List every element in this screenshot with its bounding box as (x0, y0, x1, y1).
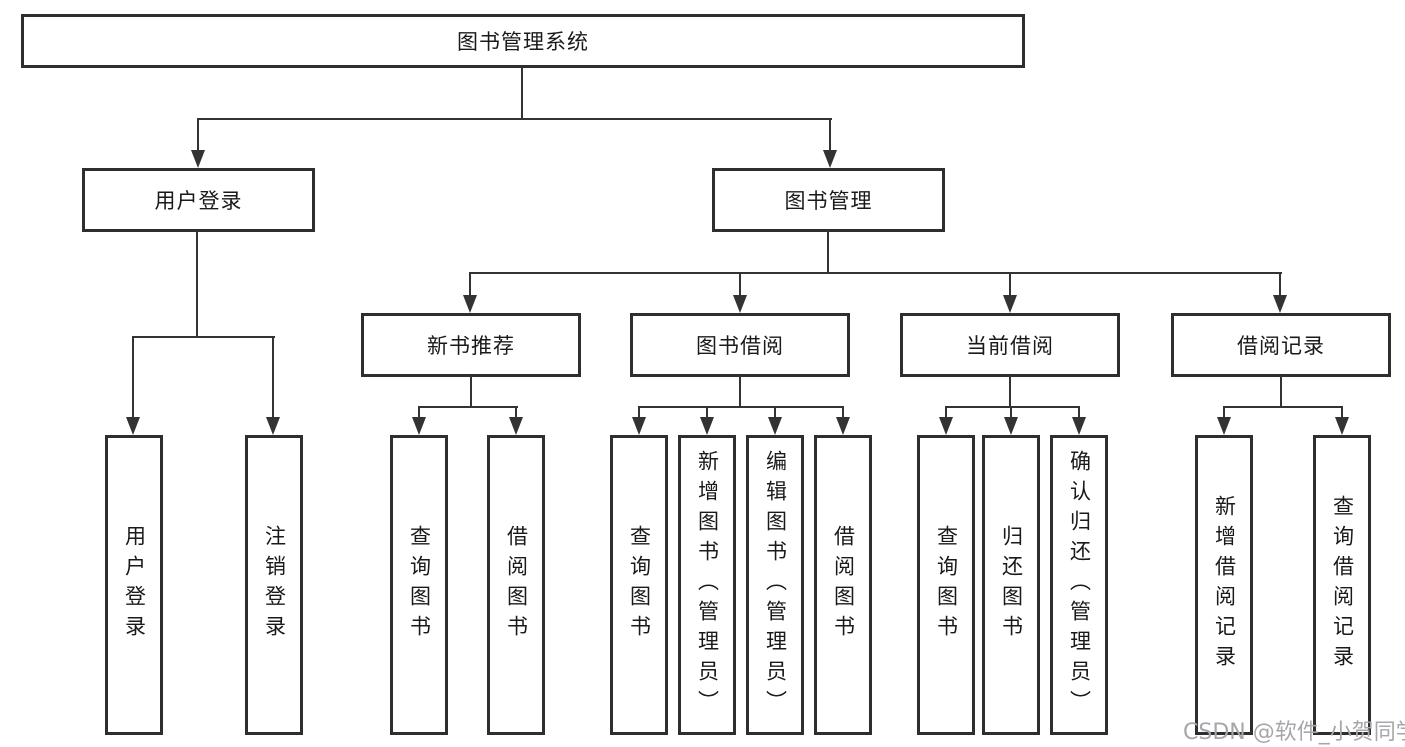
connector-line (829, 118, 831, 152)
arrowhead-down-icon (1003, 295, 1017, 313)
node-library-system: 图书管理系统 (21, 14, 1025, 68)
connector-line (515, 406, 517, 419)
leaf-user-login: 用户登录 (105, 435, 163, 735)
leaf-edit-book-admin: 编辑图书（管理员） (746, 435, 804, 735)
arrowhead-down-icon (463, 295, 477, 313)
connector-line (132, 336, 275, 338)
node-borrowing-records: 借阅记录 (1171, 313, 1391, 377)
leaf-label: 用户登录 (122, 525, 147, 645)
leaf-borrow-books-recommend: 借阅图书 (487, 435, 545, 735)
arrowhead-down-icon (1072, 417, 1086, 435)
connector-line (1010, 406, 1012, 419)
connector-line (1341, 406, 1343, 419)
connector-line (1009, 375, 1011, 408)
leaf-query-books-current: 查询图书 (917, 435, 975, 735)
node-label: 图书管理 (784, 189, 873, 213)
node-label: 图书管理系统 (457, 30, 589, 54)
node-label: 用户登录 (154, 189, 243, 213)
arrowhead-down-icon (412, 417, 426, 435)
node-current-borrowing: 当前借阅 (900, 313, 1120, 377)
connector-line (1279, 272, 1281, 297)
arrowhead-down-icon (768, 417, 782, 435)
arrowhead-down-icon (700, 417, 714, 435)
arrowhead-down-icon (939, 417, 953, 435)
leaf-label: 查询图书 (627, 525, 652, 645)
connector-line (774, 406, 776, 419)
leaf-label: 新增图书（管理员） (695, 450, 720, 720)
node-label: 图书借阅 (696, 334, 784, 358)
connector-line (272, 336, 274, 419)
leaf-label: 借阅图书 (831, 525, 856, 645)
arrowhead-down-icon (1004, 417, 1018, 435)
leaf-query-books-borrowing: 查询图书 (610, 435, 668, 735)
connector-line (706, 406, 708, 419)
connector-line (1009, 272, 1011, 297)
arrowhead-down-icon (1217, 417, 1231, 435)
leaf-label: 确认归还（管理员） (1067, 450, 1092, 720)
leaf-add-book-admin: 新增图书（管理员） (678, 435, 736, 735)
leaf-label: 查询图书 (407, 525, 432, 645)
leaf-query-books-recommend: 查询图书 (390, 435, 448, 735)
arrowhead-down-icon (1335, 417, 1349, 435)
connector-line (418, 406, 518, 408)
node-label: 当前借阅 (966, 334, 1054, 358)
node-user-login: 用户登录 (82, 168, 315, 232)
leaf-query-borrow-record: 查询借阅记录 (1313, 435, 1371, 735)
node-label: 新书推荐 (427, 334, 515, 358)
leaf-add-borrow-record: 新增借阅记录 (1195, 435, 1253, 735)
leaf-label: 归还图书 (999, 525, 1024, 645)
leaf-label: 编辑图书（管理员） (763, 450, 788, 720)
watermark: CSDN @软件_小贺同学 (1183, 720, 1405, 745)
node-book-management: 图书管理 (712, 168, 945, 232)
connector-line (418, 406, 420, 419)
node-label: 借阅记录 (1237, 334, 1325, 358)
leaf-confirm-return-admin: 确认归还（管理员） (1050, 435, 1108, 735)
node-book-borrowing: 图书借阅 (630, 313, 850, 377)
connector-line (1078, 406, 1080, 419)
connector-line (842, 406, 844, 419)
arrowhead-down-icon (191, 150, 205, 168)
connector-line (470, 375, 472, 408)
leaf-label: 查询图书 (934, 525, 959, 645)
connector-line (739, 375, 741, 408)
arrowhead-down-icon (836, 417, 850, 435)
arrowhead-down-icon (733, 295, 747, 313)
leaf-label: 查询借阅记录 (1330, 495, 1355, 675)
leaf-label: 借阅图书 (504, 525, 529, 645)
arrowhead-down-icon (823, 150, 837, 168)
connector-line (469, 272, 471, 297)
arrowhead-down-icon (632, 417, 646, 435)
connector-line (196, 230, 198, 338)
connector-line (521, 67, 523, 120)
connector-line (638, 406, 640, 419)
arrowhead-down-icon (509, 417, 523, 435)
connector-line (739, 272, 741, 297)
connector-line (638, 406, 844, 408)
connector-line (945, 406, 947, 419)
connector-line (945, 406, 1080, 408)
connector-line (132, 336, 134, 419)
connector-line (1223, 406, 1225, 419)
arrowhead-down-icon (1273, 295, 1287, 313)
leaf-borrow-books-borrowing: 借阅图书 (814, 435, 872, 735)
leaf-label: 新增借阅记录 (1212, 495, 1237, 675)
connector-line (827, 230, 829, 274)
node-new-book-recommendation: 新书推荐 (361, 313, 581, 377)
arrowhead-down-icon (266, 417, 280, 435)
connector-line (197, 118, 832, 120)
leaf-logout: 注销登录 (245, 435, 303, 735)
connector-line (1223, 406, 1343, 408)
arrowhead-down-icon (126, 417, 140, 435)
connector-line (197, 118, 199, 152)
connector-line (469, 272, 1282, 274)
leaf-return-book: 归还图书 (982, 435, 1040, 735)
leaf-label: 注销登录 (262, 525, 287, 645)
connector-line (1280, 375, 1282, 408)
